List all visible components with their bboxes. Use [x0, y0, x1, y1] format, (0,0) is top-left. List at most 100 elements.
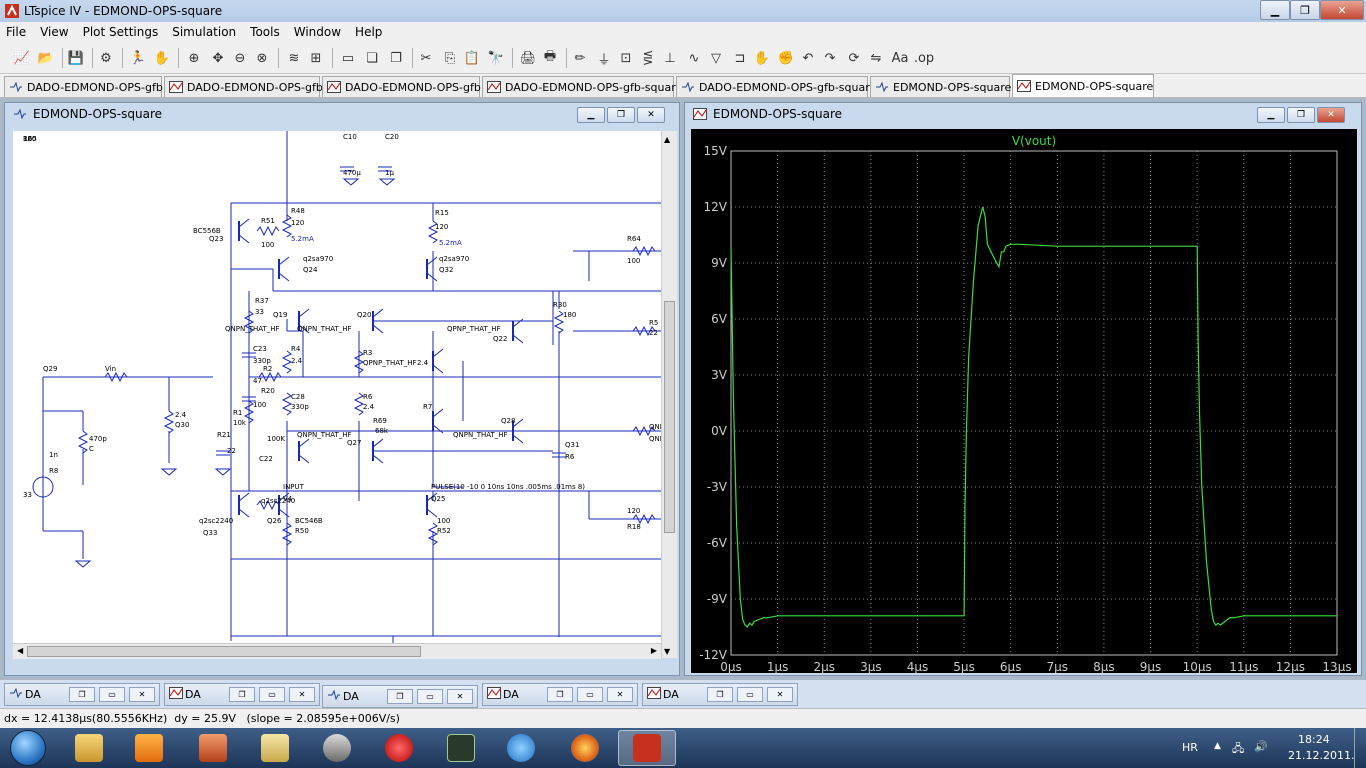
maximize-button[interactable]: ▭: [99, 687, 125, 702]
print-preview-icon[interactable]: 🖨: [519, 50, 537, 66]
menu-tools[interactable]: Tools: [250, 25, 280, 39]
tab-edmond-ops-square-waveform[interactable]: EDMOND-OPS-square: [1012, 74, 1154, 97]
waveform-minimize-button[interactable]: ▁: [1257, 107, 1285, 123]
text-icon[interactable]: Aa: [891, 50, 909, 66]
component-icon[interactable]: ⊐: [734, 50, 746, 66]
menu-file[interactable]: File: [6, 25, 27, 39]
restore-button[interactable]: ❐: [69, 687, 95, 702]
start-button[interactable]: [2, 728, 54, 768]
close-button[interactable]: ✕: [767, 687, 793, 702]
network-icon[interactable]: 🖧: [1232, 742, 1245, 755]
diode-icon[interactable]: ▽: [711, 50, 721, 66]
schematic-horizontal-scrollbar[interactable]: ◀ ▶: [13, 643, 661, 659]
control-panel-icon[interactable]: ⚙: [100, 50, 112, 66]
close-button[interactable]: ✕: [607, 687, 633, 702]
minimized-window-3[interactable]: DA ❐▭✕: [322, 685, 478, 708]
ground-icon[interactable]: ⏚: [597, 52, 611, 68]
taskbar-tool[interactable]: [308, 730, 366, 766]
schematic-minimize-button[interactable]: ▁: [577, 107, 605, 123]
grid-icon[interactable]: ⊞: [310, 50, 322, 66]
tab-dado-edmond-ops-gfb-square-schematic[interactable]: DADO-EDMOND-OPS-gfb-square: [676, 76, 876, 97]
taskbar-ltspice[interactable]: [618, 730, 676, 766]
zoom-fit-icon[interactable]: ⊗: [256, 50, 268, 66]
minimized-window-4[interactable]: DA ❐▭✕: [482, 683, 638, 706]
restore-button[interactable]: ❐: [229, 687, 255, 702]
cascade-icon[interactable]: ❏: [366, 50, 378, 66]
cut-icon[interactable]: ✂: [420, 50, 432, 66]
resistor-icon[interactable]: ⋚: [642, 50, 654, 66]
taskbar-office[interactable]: [184, 730, 242, 766]
taskbar-antivirus[interactable]: [370, 730, 428, 766]
taskbar-explorer[interactable]: [60, 730, 118, 766]
minimize-button[interactable]: ▁: [1260, 0, 1290, 20]
menu-simulation[interactable]: Simulation: [172, 25, 237, 39]
schematic-restore-button[interactable]: ❐: [607, 107, 635, 123]
menu-window[interactable]: Window: [293, 25, 342, 39]
maximize-button[interactable]: ▭: [577, 687, 603, 702]
maximize-button[interactable]: ▭: [417, 689, 443, 704]
label-net-icon[interactable]: ⊡: [620, 50, 632, 66]
clock-time[interactable]: 18:24: [1298, 733, 1330, 746]
minimized-window-2[interactable]: DA ❐▭✕: [164, 683, 320, 706]
tab-dado-edmond-ops-gfb-schematic[interactable]: DADO-EDMOND-OPS-gfb: [4, 76, 163, 97]
move-icon[interactable]: ✋: [753, 50, 771, 66]
tab-edmond-ops-square-schematic[interactable]: EDMOND-OPS-square: [870, 76, 1011, 97]
schematic-close-button[interactable]: ✕: [637, 107, 665, 123]
open-schematic-icon[interactable]: 📈: [13, 50, 31, 66]
zoom-in-icon[interactable]: ⊕: [188, 50, 200, 66]
zoom-out-icon[interactable]: ⊖: [234, 50, 246, 66]
restore-button[interactable]: ❐: [547, 687, 573, 702]
open-folder-icon[interactable]: 📂: [37, 50, 55, 66]
close-button[interactable]: ✕: [1320, 0, 1364, 20]
close-button[interactable]: ✕: [289, 687, 315, 702]
taskbar-documents[interactable]: [246, 730, 304, 766]
copy-icon[interactable]: ⎘: [444, 50, 456, 66]
schematic-vertical-scrollbar[interactable]: ▲ ▼: [661, 131, 677, 658]
show-desktop-button[interactable]: [1354, 728, 1366, 768]
waveform-restore-button[interactable]: ❐: [1287, 107, 1315, 123]
inductor-icon[interactable]: ∿: [688, 50, 700, 66]
draw-wire-icon[interactable]: ✏: [574, 50, 586, 66]
save-icon[interactable]: 💾: [67, 50, 85, 66]
waveform-close-button[interactable]: ✕: [1317, 107, 1345, 123]
menu-plot-settings[interactable]: Plot Settings: [82, 25, 159, 39]
restore-button[interactable]: ❐: [1290, 0, 1320, 20]
run-icon[interactable]: 🏃: [129, 50, 147, 66]
taskbar-internet-explorer[interactable]: [492, 730, 550, 766]
minimized-window-1[interactable]: DA ❐▭✕: [4, 683, 160, 706]
vertical-scroll-thumb[interactable]: [664, 301, 675, 533]
capacitor-icon[interactable]: ⊥: [664, 50, 676, 66]
halt-icon[interactable]: ✋: [153, 50, 171, 66]
minimized-window-5[interactable]: DA ❐▭✕: [642, 683, 798, 706]
clock-date[interactable]: 21.12.2011.: [1288, 749, 1355, 762]
taskbar-firefox[interactable]: [556, 730, 614, 766]
maximize-button[interactable]: ▭: [259, 687, 285, 702]
undo-icon[interactable]: ↶: [802, 50, 814, 66]
tab-dado-edmond-ops-gfb-waveform-2[interactable]: DADO-EDMOND-OPS-gfb: [322, 76, 481, 97]
taskbar-media-player[interactable]: [120, 730, 178, 766]
redo-icon[interactable]: ↷: [824, 50, 836, 66]
close-button[interactable]: ✕: [447, 689, 473, 704]
autorange-icon[interactable]: ≋: [288, 50, 300, 66]
find-icon[interactable]: 🔭: [487, 50, 505, 66]
menu-view[interactable]: View: [40, 25, 69, 39]
show-hidden-icons-icon[interactable]: ▲: [1214, 741, 1221, 751]
volume-icon[interactable]: 🔊: [1254, 740, 1268, 753]
print-icon[interactable]: 🖶: [543, 49, 557, 64]
language-indicator[interactable]: HR: [1182, 741, 1198, 754]
tab-dado-edmond-ops-gfb-waveform-1[interactable]: DADO-EDMOND-OPS-gfb: [164, 76, 323, 97]
horizontal-scroll-thumb[interactable]: [27, 646, 421, 657]
drag-icon[interactable]: ✊: [777, 50, 795, 66]
restore-button[interactable]: ❐: [387, 689, 413, 704]
tile-horizontal-icon[interactable]: ▭: [341, 50, 355, 66]
menu-help[interactable]: Help: [355, 25, 383, 39]
spice-directive-icon[interactable]: .op: [913, 50, 935, 66]
paste-icon[interactable]: 📋: [463, 50, 481, 66]
rotate-icon[interactable]: ⟳: [848, 50, 860, 66]
close-all-icon[interactable]: ❐: [390, 50, 402, 66]
pan-icon[interactable]: ✥: [212, 50, 224, 66]
close-button[interactable]: ✕: [129, 687, 155, 702]
mirror-icon[interactable]: ⇋: [870, 50, 882, 66]
